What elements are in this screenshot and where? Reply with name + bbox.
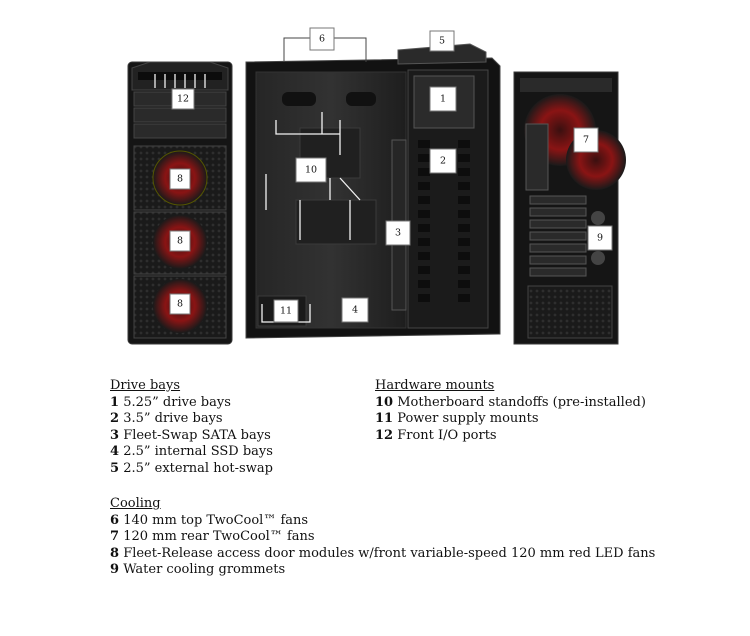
legend-heading: Hardware mounts [375,378,495,393]
callout-7: 7 [573,127,599,153]
legend-item: 5 2.5” external hot-swap [110,460,273,476]
callout-3: 3 [385,220,411,246]
legend-item: 7 120 mm rear TwoCool™ fans [110,529,315,545]
callout-10: 10 [295,157,327,183]
svg-text:1: 1 [440,94,446,105]
legend-heading: Drive bays [110,378,181,393]
callout-6: 6 [309,27,335,51]
svg-text:12: 12 [177,94,189,105]
svg-text:10: 10 [305,165,317,176]
svg-text:9: 9 [597,233,603,244]
legend-item: 9 Water cooling grommets [110,562,286,578]
front-fan-module-bottom [133,275,227,339]
case-side-view [245,37,501,339]
legend-item: 11 Power supply mounts [375,411,539,427]
callout-12: 12 [171,88,195,110]
legend-item: 4 2.5” internal SSD bays [110,444,273,460]
callout-11: 11 [273,299,299,323]
svg-text:11: 11 [280,306,292,317]
callout-8-top: 8 [169,168,191,190]
legend-item: 1 5.25” drive bays [110,394,231,410]
legend-heading: Cooling [110,496,161,511]
legend-item: 10 Motherboard standoffs (pre-installed) [375,394,646,410]
legend-item: 8 Fleet-Release access door modules w/fr… [110,545,656,561]
svg-text:5: 5 [439,36,445,47]
svg-text:2: 2 [440,156,446,167]
callout-9: 9 [587,225,613,251]
legend-item: 3 Fleet-Swap SATA bays [110,427,271,443]
callout-8-middle: 8 [169,230,191,252]
svg-text:7: 7 [583,135,589,146]
case-rear-view [513,71,626,345]
callout-5: 5 [429,30,455,52]
legend-cooling: Cooling 6 140 mm top TwoCool™ fans 7 120… [110,496,655,579]
legend-drive-bays: Drive bays 1 5.25” drive bays 2 3.5” dri… [110,378,273,478]
callout-8-bottom: 8 [169,293,191,315]
legend-hardware-mounts: Hardware mounts 10 Motherboard standoffs… [375,378,646,444]
svg-text:8: 8 [177,299,183,310]
svg-text:3: 3 [395,228,401,239]
svg-text:8: 8 [177,174,183,185]
svg-text:8: 8 [177,236,183,247]
svg-text:6: 6 [319,34,325,45]
callout-1: 1 [429,86,457,112]
callout-2: 2 [429,148,457,174]
legend-item: 12 Front I/O ports [375,427,497,443]
legend-item: 2 3.5” drive bays [110,411,223,427]
callout-4: 4 [341,297,369,323]
svg-text:4: 4 [352,305,358,316]
pc-case-diagram: 12 8 8 8 6 5 1 2 3 4 10 11 7 9 [127,27,626,345]
legend-item: 6 140 mm top TwoCool™ fans [110,512,309,528]
case-front-view [127,61,233,345]
